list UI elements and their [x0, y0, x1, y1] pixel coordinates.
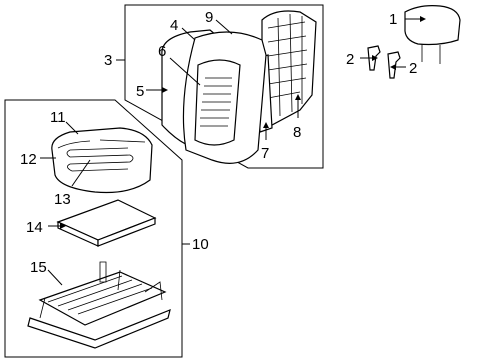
arrow-2b — [390, 64, 396, 70]
callout-5: 5 — [136, 83, 144, 100]
callout-15: 15 — [30, 259, 47, 276]
seat-cushion-group-box — [4, 99, 183, 358]
heater-mat-icon — [200, 77, 232, 127]
callout-14: 14 — [26, 219, 43, 236]
heater-mat-icon — [66, 147, 134, 172]
arrow-8 — [295, 94, 301, 100]
callout-2b: 2 — [409, 60, 417, 77]
callout-2a: 2 — [346, 51, 354, 68]
headrest-guide-icon — [367, 45, 401, 79]
arrow-7 — [263, 122, 269, 128]
seat-back-cover-icon — [182, 31, 267, 164]
callout-1: 1 — [389, 11, 397, 28]
callout-13: 13 — [54, 191, 71, 208]
callout-9: 9 — [205, 9, 213, 26]
seat-back-group-box — [124, 4, 324, 169]
arrow-1 — [420, 16, 426, 22]
headrest-icon — [404, 5, 461, 64]
seat-track-frame-icon — [27, 261, 171, 349]
leader-lines — [40, 18, 420, 286]
seat-cushion-icon — [51, 127, 153, 194]
arrow-5 — [162, 87, 168, 93]
arrow-2a — [372, 55, 378, 61]
callout-12: 12 — [20, 151, 37, 168]
callout-10: 10 — [192, 236, 209, 253]
callout-6: 6 — [158, 43, 166, 60]
callout-4: 4 — [170, 17, 178, 34]
cushion-pan-icon — [56, 199, 157, 247]
callout-3: 3 — [104, 52, 112, 69]
callout-7: 7 — [261, 145, 269, 162]
callout-11: 11 — [50, 109, 66, 126]
callout-8: 8 — [293, 124, 301, 141]
arrow-14 — [60, 223, 66, 229]
